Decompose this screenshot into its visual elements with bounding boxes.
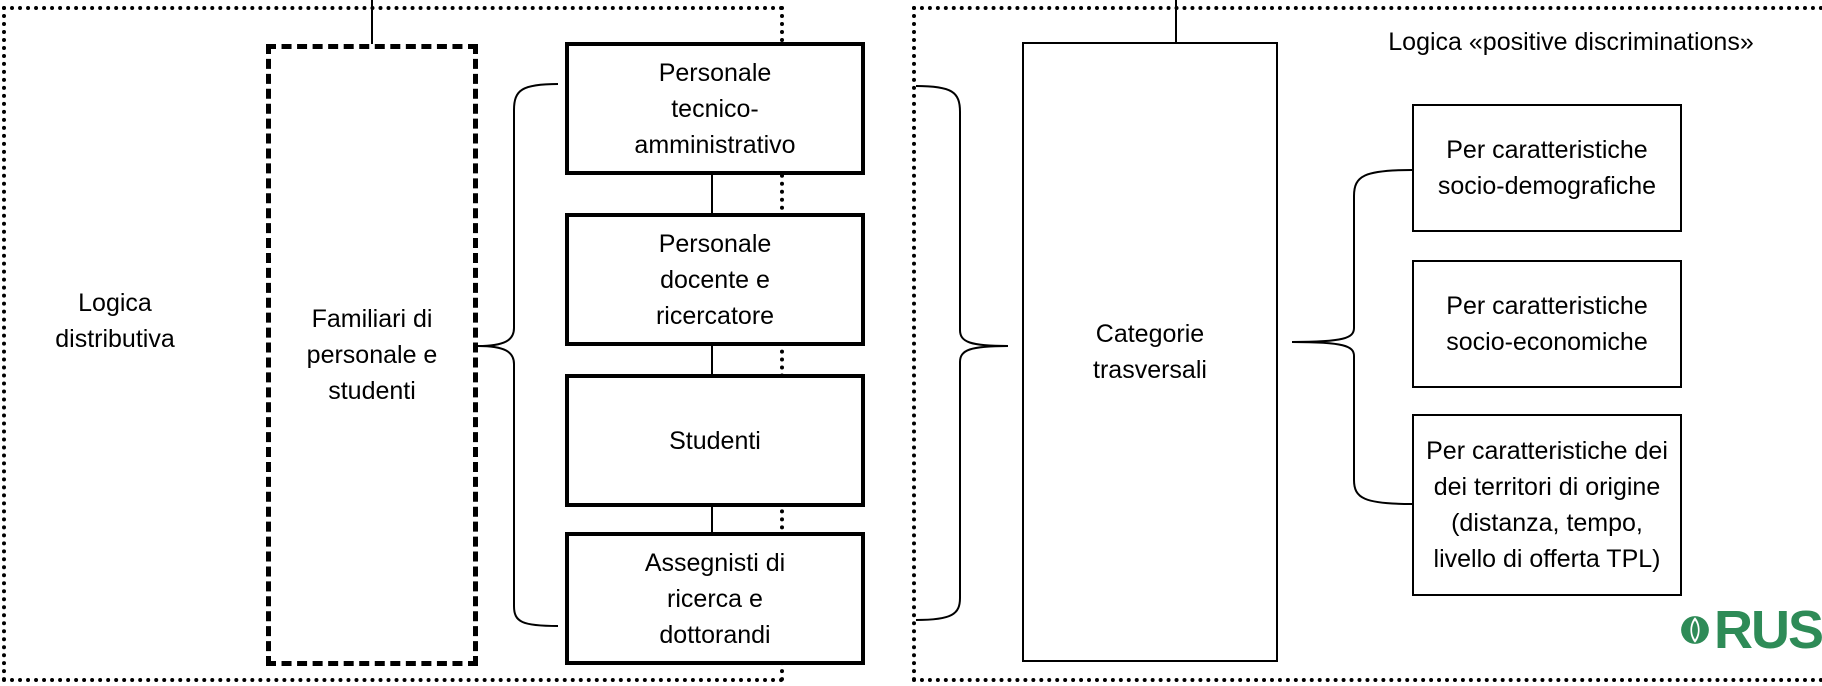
distributive-logic-label: Logica distributiva — [55, 289, 175, 353]
category-technical-admin-staff: Personale tecnico- amministrativo — [565, 42, 865, 175]
category-brace — [477, 83, 559, 627]
criteria-socio-economic: Per caratteristiche socio-economiche — [1412, 260, 1682, 388]
category-students: Studenti — [565, 374, 865, 507]
rus-logo: RUS — [1680, 598, 1822, 662]
transversal-brace — [915, 85, 1009, 621]
criteria-socio-demographic: Per caratteristiche socio-demografiche — [1412, 104, 1682, 232]
category-research-fellows-phd: Assegnisti di ricerca e dottorandi — [565, 532, 865, 665]
logo-text: RUS — [1713, 600, 1822, 660]
criteria-brace — [1291, 169, 1413, 505]
category-teaching-research-staff: Personale docente e ricercatore — [565, 213, 865, 346]
positive-discriminations-title: Logica «positive discriminations» — [1388, 28, 1754, 56]
criteria-territories-of-origin: Per caratteristiche dei dei territori di… — [1412, 414, 1682, 596]
leaf-globe-icon — [1681, 616, 1709, 644]
transversal-categories-box: Categorie trasversali — [1022, 42, 1278, 662]
family-members-box: Familiari di personale e studenti — [266, 44, 478, 666]
right-panel — [912, 6, 1822, 682]
